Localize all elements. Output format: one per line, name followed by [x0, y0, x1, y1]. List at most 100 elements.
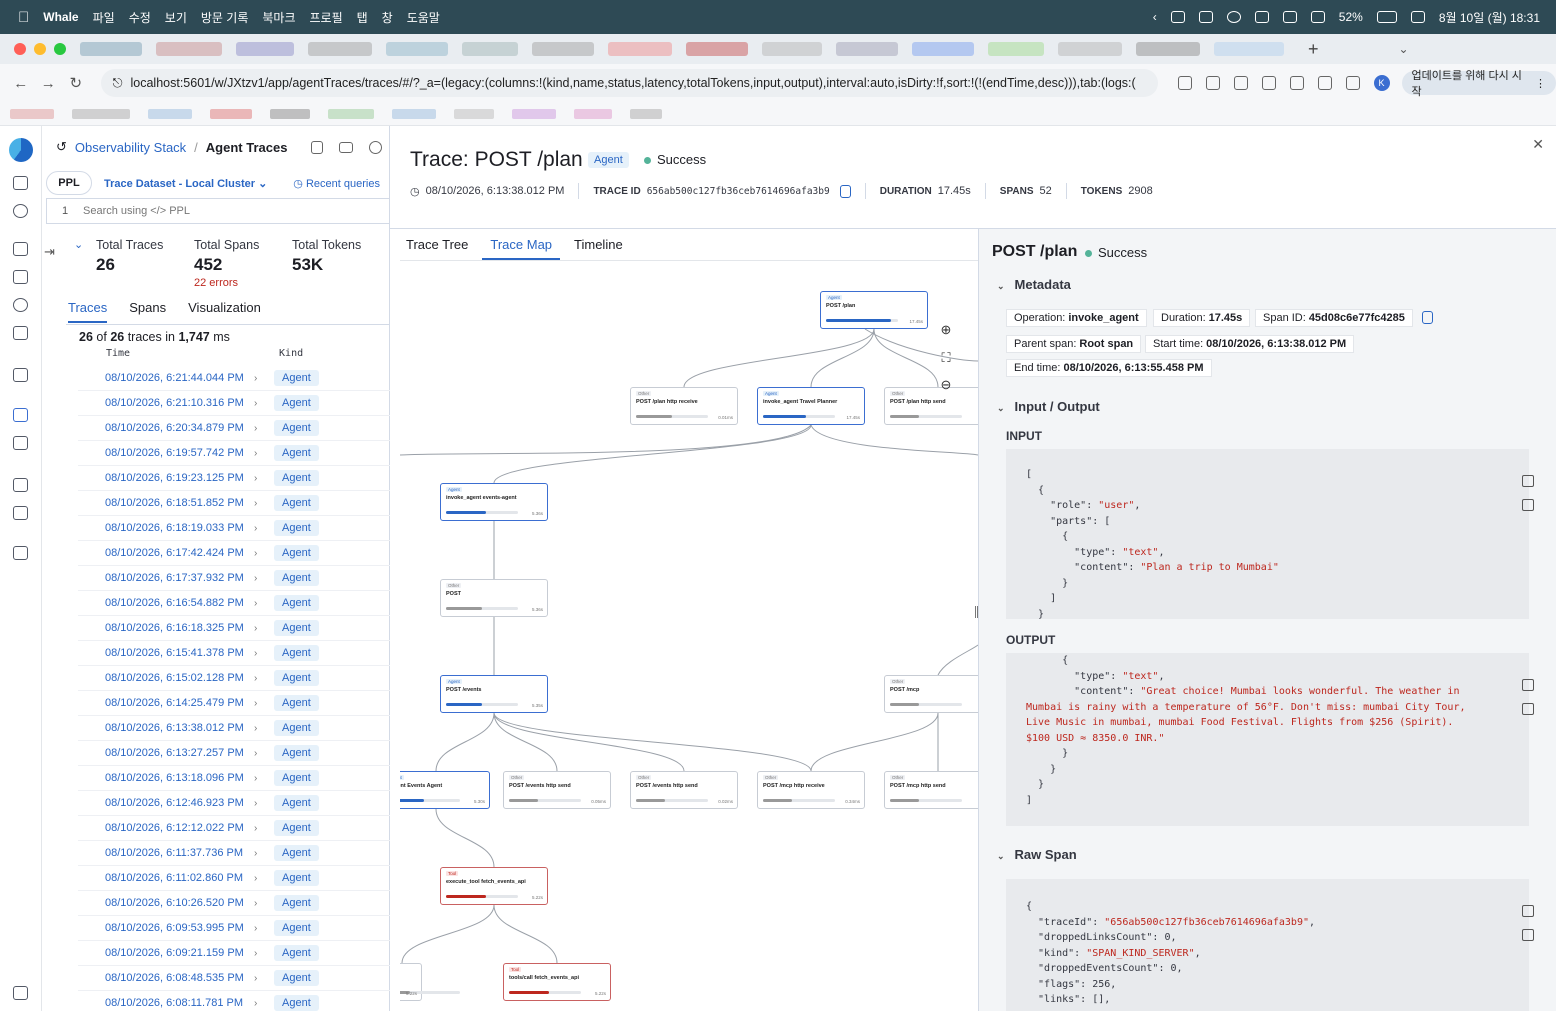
chevron-right-icon[interactable]: ›	[254, 522, 258, 534]
bookmark[interactable]	[10, 108, 54, 119]
more-icon[interactable]: ⋮	[1535, 77, 1547, 90]
query-input[interactable]: 1 Search using </> PPL	[46, 198, 390, 224]
chevron-right-icon[interactable]: ›	[254, 422, 258, 434]
table-row[interactable]: 08/10/2026, 6:21:10.316 PM›Agent	[78, 391, 390, 416]
fullscreen-icon[interactable]	[1522, 905, 1534, 917]
span-node[interactable]: 5.22s	[400, 963, 460, 1001]
row-time[interactable]: 08/10/2026, 6:09:53.995 PM	[105, 922, 244, 934]
chevron-right-icon[interactable]: ›	[254, 447, 258, 459]
table-row[interactable]: 08/10/2026, 6:19:57.742 PM›Agent	[78, 441, 390, 466]
bookmark[interactable]	[512, 108, 556, 119]
row-time[interactable]: 08/10/2026, 6:11:02.860 PM	[105, 872, 244, 884]
browser-tab[interactable]	[80, 42, 142, 56]
bell-icon[interactable]	[13, 242, 28, 256]
resize-handle[interactable]	[975, 606, 978, 618]
share-icon[interactable]	[13, 368, 28, 382]
table-row[interactable]: 08/10/2026, 6:11:02.860 PM›Agent	[78, 866, 390, 891]
tab-visualization[interactable]: Visualization	[188, 300, 261, 315]
sliders-icon[interactable]	[13, 436, 28, 450]
menu-help[interactable]: 도움말	[395, 10, 440, 25]
doc-icon[interactable]	[13, 478, 28, 492]
io-section-toggle[interactable]: ⌄Input / Output	[997, 399, 1100, 414]
browser-tab[interactable]	[608, 42, 672, 56]
browser-tab[interactable]	[836, 42, 898, 56]
zoom-in-icon[interactable]: ⊕	[940, 322, 952, 337]
row-time[interactable]: 08/10/2026, 6:18:19.033 PM	[105, 522, 244, 534]
table-row[interactable]: 08/10/2026, 6:16:54.882 PM›Agent	[78, 591, 390, 616]
tab-list-chevron-icon[interactable]: ⌄	[1398, 42, 1409, 56]
browser-tab[interactable]	[988, 42, 1044, 56]
close-window-button[interactable]	[14, 43, 26, 55]
chevron-right-icon[interactable]: ›	[254, 797, 258, 809]
row-time[interactable]: 08/10/2026, 6:15:41.378 PM	[105, 647, 244, 659]
browser-tab[interactable]	[386, 42, 448, 56]
browser-tab[interactable]	[308, 42, 372, 56]
collapse-panel-icon[interactable]: ⇥	[44, 244, 55, 259]
chevron-right-icon[interactable]: ›	[254, 397, 258, 409]
dataset-selector[interactable]: Trace Dataset - Local Cluster ⌄	[104, 177, 267, 190]
row-time[interactable]: 08/10/2026, 6:13:27.257 PM	[105, 747, 244, 759]
update-restart-button[interactable]: 업데이트를 위해 다시 시작 ⋮	[1401, 70, 1556, 98]
graph-icon[interactable]	[13, 506, 28, 520]
menu-view[interactable]: 보기	[153, 10, 187, 25]
row-time[interactable]: 08/10/2026, 6:17:42.424 PM	[105, 547, 244, 559]
table-row[interactable]: 08/10/2026, 6:09:21.159 PM›Agent	[78, 941, 390, 966]
browser-tab[interactable]	[1058, 42, 1122, 56]
tab-trace-tree[interactable]: Trace Tree	[406, 237, 469, 252]
address-bar[interactable]: ⎋ localhost:5601/w/JXtzv1/app/agentTrace…	[100, 69, 1158, 97]
row-time[interactable]: 08/10/2026, 6:14:25.479 PM	[105, 697, 244, 709]
table-row[interactable]: 08/10/2026, 6:08:11.781 PM›Agent	[78, 991, 390, 1011]
chevron-right-icon[interactable]: ›	[254, 497, 258, 509]
fullscreen-icon[interactable]	[1522, 679, 1534, 691]
row-time[interactable]: 08/10/2026, 6:12:12.022 PM	[105, 822, 244, 834]
flag-icon[interactable]	[1261, 76, 1276, 90]
table-row[interactable]: 08/10/2026, 6:15:41.378 PM›Agent	[78, 641, 390, 666]
bookmark[interactable]	[630, 108, 662, 119]
chevron-left-icon[interactable]: ‹	[1152, 10, 1157, 24]
chevron-right-icon[interactable]: ›	[254, 947, 258, 959]
table-row[interactable]: 08/10/2026, 6:09:53.995 PM›Agent	[78, 916, 390, 941]
row-time[interactable]: 08/10/2026, 6:21:44.044 PM	[105, 372, 244, 384]
row-time[interactable]: 08/10/2026, 6:13:18.096 PM	[105, 772, 244, 784]
query-language-button[interactable]: PPL	[46, 171, 92, 195]
table-row[interactable]: 08/10/2026, 6:17:37.932 PM›Agent	[78, 566, 390, 591]
browser-tab[interactable]	[1136, 42, 1200, 56]
extension-icon[interactable]	[1205, 76, 1220, 90]
table-row[interactable]: 08/10/2026, 6:18:51.852 PM›Agent	[78, 491, 390, 516]
summary-chevron-icon[interactable]: ⌄	[74, 239, 84, 251]
copy-icon[interactable]	[1422, 311, 1433, 324]
keyboard-icon[interactable]	[1282, 11, 1297, 23]
chevron-right-icon[interactable]: ›	[254, 847, 258, 859]
column-time[interactable]: Time	[106, 348, 131, 359]
menu-file[interactable]: 파일	[81, 10, 115, 25]
add-icon[interactable]	[369, 140, 383, 154]
row-time[interactable]: 08/10/2026, 6:18:51.852 PM	[105, 497, 244, 509]
forward-icon[interactable]: →	[40, 74, 56, 92]
row-time[interactable]: 08/10/2026, 6:15:02.128 PM	[105, 672, 244, 684]
browser-tab[interactable]	[236, 42, 294, 56]
table-row[interactable]: 08/10/2026, 6:19:23.125 PM›Agent	[78, 466, 390, 491]
table-row[interactable]: 08/10/2026, 6:16:18.325 PM›Agent	[78, 616, 390, 641]
table-row[interactable]: 08/10/2026, 6:21:44.044 PM›Agent	[78, 366, 390, 391]
apps-icon[interactable]	[13, 270, 28, 284]
control-center-icon[interactable]	[1410, 11, 1425, 23]
table-row[interactable]: 08/10/2026, 6:12:12.022 PM›Agent	[78, 816, 390, 841]
play-icon[interactable]	[1226, 11, 1241, 23]
table-row[interactable]: 08/10/2026, 6:08:48.535 PM›Agent	[78, 966, 390, 991]
raw-span-section-toggle[interactable]: ⌄Raw Span	[997, 847, 1077, 862]
table-row[interactable]: 08/10/2026, 6:17:42.424 PM›Agent	[78, 541, 390, 566]
row-time[interactable]: 08/10/2026, 6:13:38.012 PM	[105, 722, 244, 734]
copy-icon[interactable]	[1522, 929, 1534, 941]
apple-icon[interactable]: 	[18, 9, 29, 26]
browser-tab[interactable]	[156, 42, 222, 56]
